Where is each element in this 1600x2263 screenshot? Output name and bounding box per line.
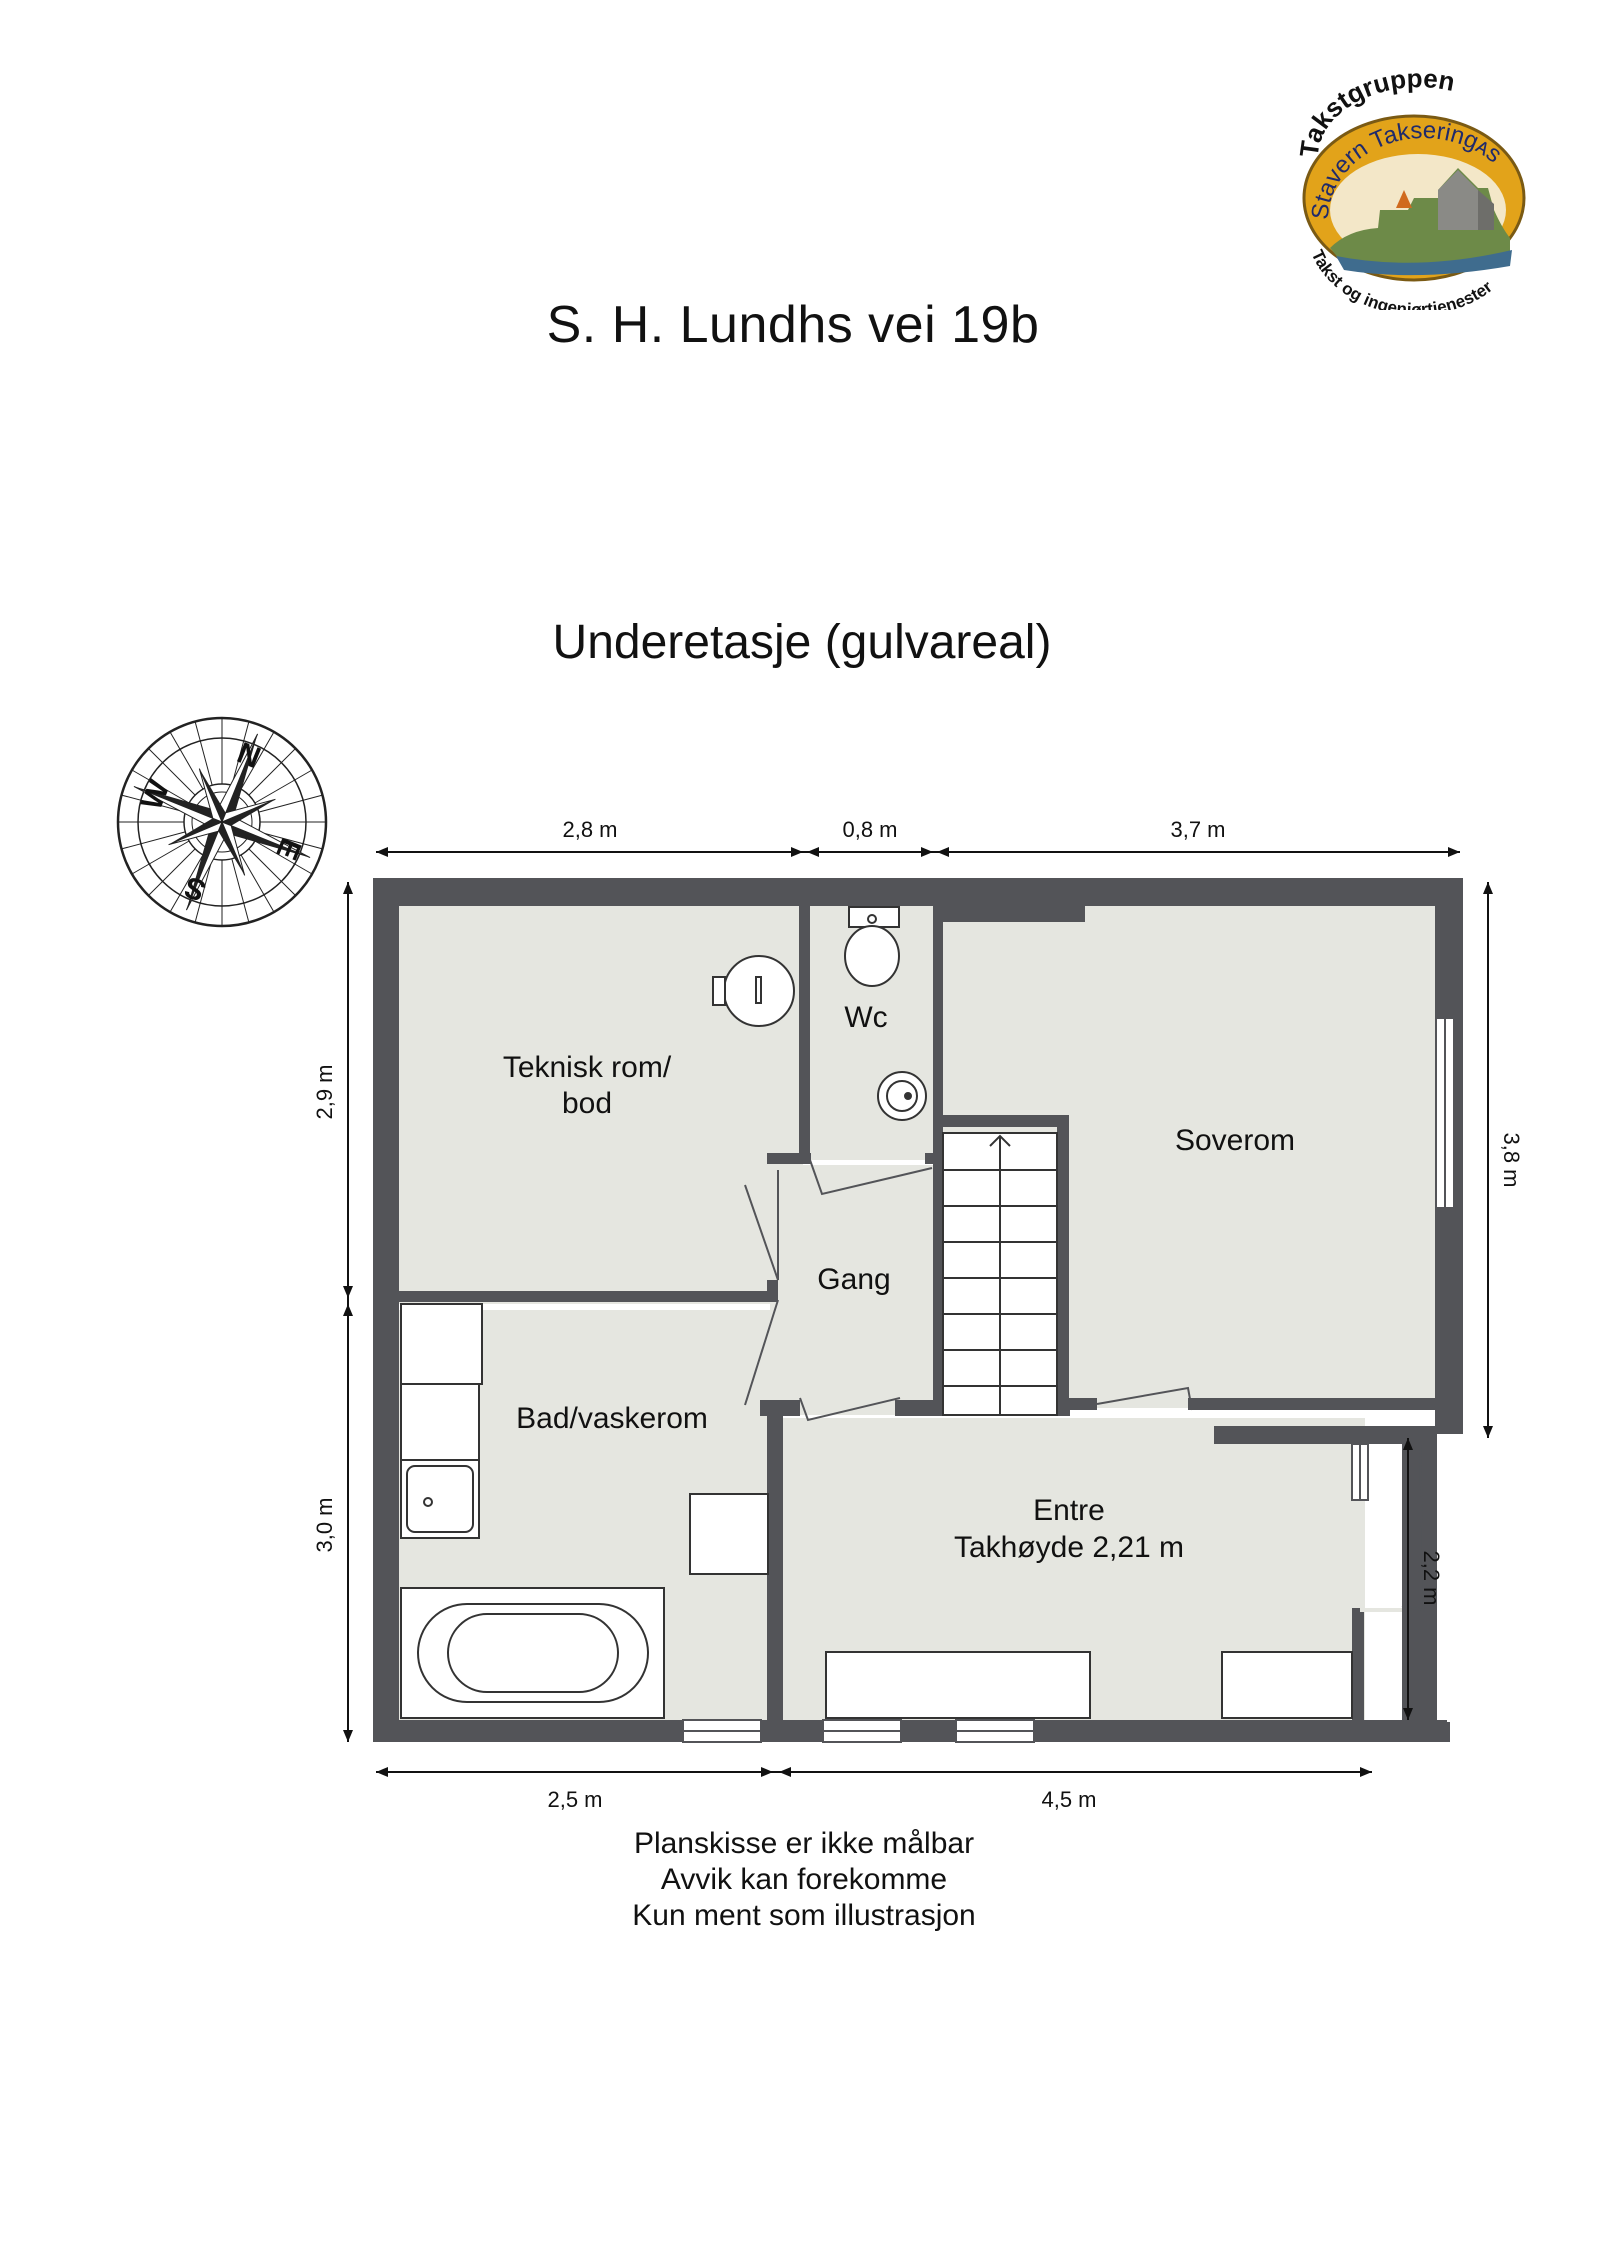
dim-bottom-left: 2,5 m: [547, 1787, 602, 1812]
entre-bench: [825, 1651, 1091, 1719]
label-bad: Bad/vaskerom: [516, 1402, 708, 1435]
compass-rose-icon: N E S W: [116, 716, 328, 928]
company-logo: Takstgruppen Stavern Takseringᴀs Takst o…: [1294, 70, 1526, 310]
dim-right-lower: 2,2 m: [1419, 1550, 1444, 1605]
floor-gang: [770, 1165, 934, 1415]
dim-right-upper: 3,8 m: [1499, 1132, 1524, 1187]
floor-title: Underetasje (gulvareal): [0, 615, 1600, 670]
label-teknisk: Teknisk rom/: [503, 1051, 672, 1084]
floor-title-text: Underetasje (gulvareal): [552, 616, 1052, 669]
dimension-lines: [343, 847, 1493, 1777]
toilet-bowl: [844, 925, 900, 987]
bath-cabinet-2: [400, 1383, 480, 1461]
doors: [744, 1159, 1426, 1612]
dim-top-left: 2,8 m: [562, 817, 617, 842]
dim-left-upper: 2,9 m: [312, 1064, 337, 1119]
page-title: S. H. Lundhs vei 19b: [0, 295, 1600, 355]
dim-bottom-right: 4,5 m: [1041, 1787, 1096, 1812]
logo-landscape: [1330, 168, 1512, 276]
label-gang: Gang: [817, 1263, 890, 1296]
disclaimer-line: Planskisse er ikke målbar: [633, 1827, 975, 1860]
label-soverom: Soverom: [1175, 1124, 1295, 1157]
stairs: [942, 1132, 1058, 1416]
bath-cabinet-1: [400, 1303, 483, 1385]
label-wc: Wc: [844, 1001, 887, 1034]
dim-left-lower: 3,0 m: [312, 1497, 337, 1552]
dimension-labels: 2,8 m 0,8 m 3,7 m 2,5 m 4,5 m 2,9 m 3,0 …: [312, 817, 1524, 1812]
disclaimer: Planskisse er ikke målbar Avvik kan fore…: [0, 1826, 1600, 1934]
dim-top-middle: 0,8 m: [842, 817, 897, 842]
disclaimer-line: Avvik kan forekomme: [660, 1863, 948, 1896]
entre-cabinet: [1221, 1651, 1353, 1719]
label-teknisk-2: bod: [562, 1087, 612, 1120]
fixtures: [400, 906, 1353, 1719]
disclaimer-line: Kun ment som illustrasjon: [632, 1899, 976, 1932]
dim-top-right: 3,7 m: [1170, 817, 1225, 842]
washing-machine: [689, 1493, 769, 1575]
label-entre-2: Takhøyde 2,21 m: [954, 1531, 1184, 1564]
label-entre: Entre: [1033, 1494, 1105, 1527]
window-marks: [682, 1017, 1455, 1743]
address-title: S. H. Lundhs vei 19b: [546, 296, 1040, 354]
room-labels: Teknisk rom/ bod Wc Soverom Gang Bad/vas…: [503, 1001, 1295, 1564]
